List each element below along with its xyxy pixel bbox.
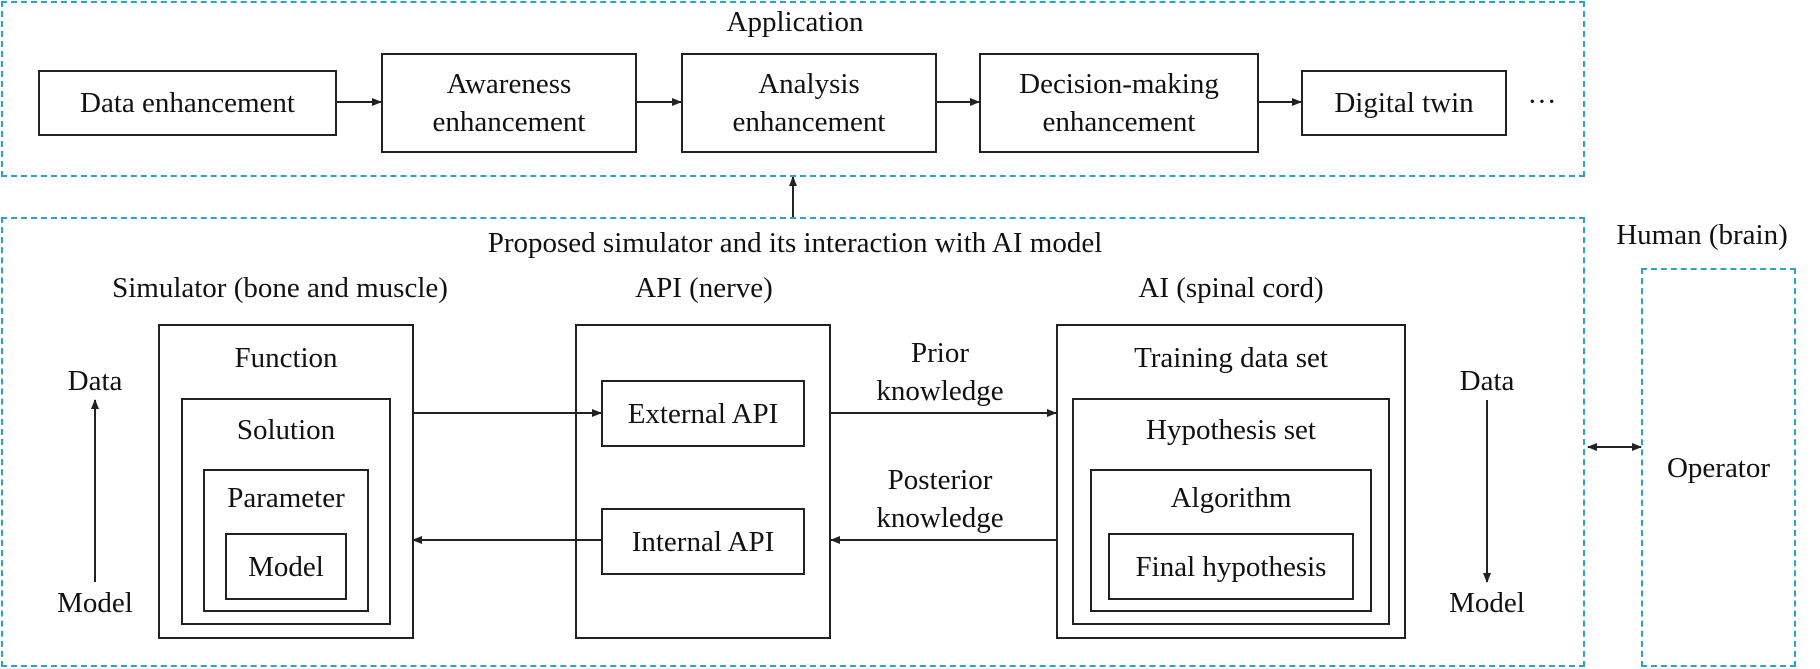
hypothesis-set-label: Hypothesis set xyxy=(1146,414,1316,446)
solution-label: Solution xyxy=(236,414,336,446)
ai-header: AI (spinal cord) xyxy=(1138,272,1324,304)
parameter-label: Parameter xyxy=(227,482,345,514)
api-header: API (nerve) xyxy=(635,272,773,304)
human-title: Human (brain) xyxy=(1616,219,1788,251)
internal-api-box[interactable]: Internal API xyxy=(601,508,805,575)
hypothesis-set-box xyxy=(1072,398,1390,625)
function-label: Function xyxy=(234,342,338,374)
model-box: Model xyxy=(225,533,347,600)
proposed-panel xyxy=(1,217,1585,667)
proposed-title: Proposed simulator and its interaction w… xyxy=(487,227,1103,259)
simulator-axis-model: Model xyxy=(57,587,133,619)
api-box xyxy=(575,324,831,639)
application-panel xyxy=(1,1,1585,177)
function-box xyxy=(158,324,414,639)
step-data-enhancement: Data enhancement xyxy=(38,70,337,136)
internal-api-label: Internal API xyxy=(631,525,775,558)
final-hypothesis-label: Final hypothesis xyxy=(1135,550,1327,583)
algorithm-box xyxy=(1090,469,1372,612)
step-digital-twin: Digital twin xyxy=(1301,70,1507,136)
parameter-box xyxy=(203,469,369,612)
ai-axis-data: Data xyxy=(1459,365,1515,397)
operator-label: Operator xyxy=(1666,451,1771,484)
simulator-axis-data: Data xyxy=(67,365,123,397)
ai-axis-model: Model xyxy=(1449,587,1525,619)
algorithm-label: Algorithm xyxy=(1170,482,1292,514)
application-title: Application xyxy=(726,6,864,38)
posterior-knowledge-label: Posterior knowledge xyxy=(876,464,1004,534)
external-api-label: External API xyxy=(627,397,779,430)
step-label: Digital twin xyxy=(1334,87,1474,119)
step-decision-making-enhancement: Decision-making enhancement xyxy=(979,53,1259,153)
final-hypothesis-box: Final hypothesis xyxy=(1108,533,1354,600)
operator-panel[interactable]: Operator xyxy=(1641,268,1796,667)
solution-box xyxy=(181,398,391,625)
step-awareness-enhancement: Awareness enhancement xyxy=(381,53,637,153)
more-ellipsis: ··· xyxy=(1527,86,1557,118)
step-label: Decision-making enhancement xyxy=(1019,68,1219,138)
step-analysis-enhancement: Analysis enhancement xyxy=(681,53,937,153)
step-label: Data enhancement xyxy=(80,87,295,119)
step-label: Analysis enhancement xyxy=(732,68,886,138)
training-data-label: Training data set xyxy=(1134,342,1328,374)
simulator-header: Simulator (bone and muscle) xyxy=(112,272,448,304)
step-label: Awareness enhancement xyxy=(432,68,586,138)
model-label: Model xyxy=(248,550,324,583)
external-api-box[interactable]: External API xyxy=(601,380,805,447)
prior-knowledge-label: Prior knowledge xyxy=(876,337,1004,407)
training-data-box xyxy=(1056,324,1406,639)
